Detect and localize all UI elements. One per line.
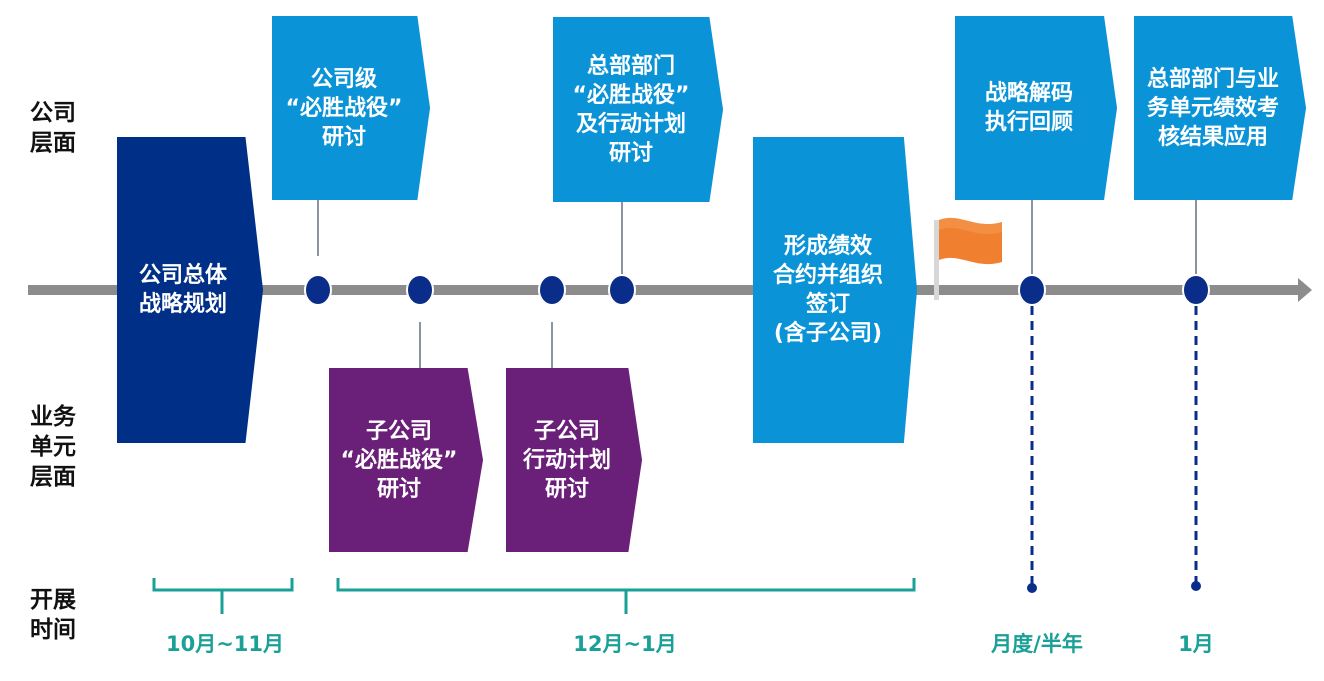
box-hq-battle: 总部部门 “必胜战役” 及行动计划 研讨 (553, 17, 723, 202)
box-performance-contract: 形成绩效 合约并组织 签订 (含子公司) (753, 137, 917, 443)
box-sub-plan-label: 子公司 行动计划 研讨 (522, 418, 611, 502)
box-sub-plan: 子公司 行动计划 研讨 (506, 368, 642, 552)
timeline-arrowhead (1298, 278, 1312, 302)
time-label-monthly-halfyear: 月度/半年 (991, 632, 1083, 656)
time-bracket (152, 578, 294, 592)
dashed-line-end-dot (1191, 581, 1201, 591)
box-sub-battle: 子公司 “必胜战役” 研讨 (329, 368, 483, 552)
box-hq-assessment-label: 总部部门与业 务单元绩效考 核结果应用 (1146, 66, 1279, 150)
time-label-dec-jan: 12月~1月 (573, 632, 677, 656)
box-strategy-review: 战略解码 执行回顾 (955, 16, 1117, 200)
timeline-dot (304, 274, 332, 306)
timeline-dot (608, 274, 636, 306)
box-performance-contract-label: 形成绩效 合约并组织 签订 (含子公司) (772, 234, 883, 346)
timeline-axis (28, 285, 1300, 295)
box-company-battle-label: 公司级 “必胜战役” 研讨 (285, 66, 403, 150)
time-bracket (336, 578, 916, 592)
timeline-dot (1182, 274, 1210, 306)
box-hq-battle-label: 总部部门 “必胜战役” 及行动计划 研讨 (572, 53, 690, 166)
timeline-dot (538, 274, 566, 306)
row-label-company: 公司 层面 (30, 100, 76, 156)
box-overall-strategy: 公司总体 战略规划 (117, 137, 263, 443)
flag-icon (934, 217, 1002, 300)
box-company-battle: 公司级 “必胜战役” 研讨 (272, 16, 430, 200)
box-hq-assessment: 总部部门与业 务单元绩效考 核结果应用 (1134, 16, 1306, 200)
time-label-oct-nov: 10月~11月 (165, 632, 285, 656)
row-label-business-unit: 业务 单元 层面 (30, 404, 76, 490)
box-sub-battle-label: 子公司 “必胜战役” 研讨 (340, 418, 458, 502)
box-strategy-review-label: 战略解码 执行回顾 (984, 81, 1073, 135)
box-overall-strategy-label: 公司总体 战略规划 (138, 263, 227, 317)
timeline-dot (1018, 274, 1046, 306)
row-label-time: 开展 时间 (30, 587, 76, 643)
timeline-dot (406, 274, 434, 306)
dashed-line-end-dot (1027, 583, 1037, 593)
time-label-jan: 1月 (1178, 632, 1214, 656)
